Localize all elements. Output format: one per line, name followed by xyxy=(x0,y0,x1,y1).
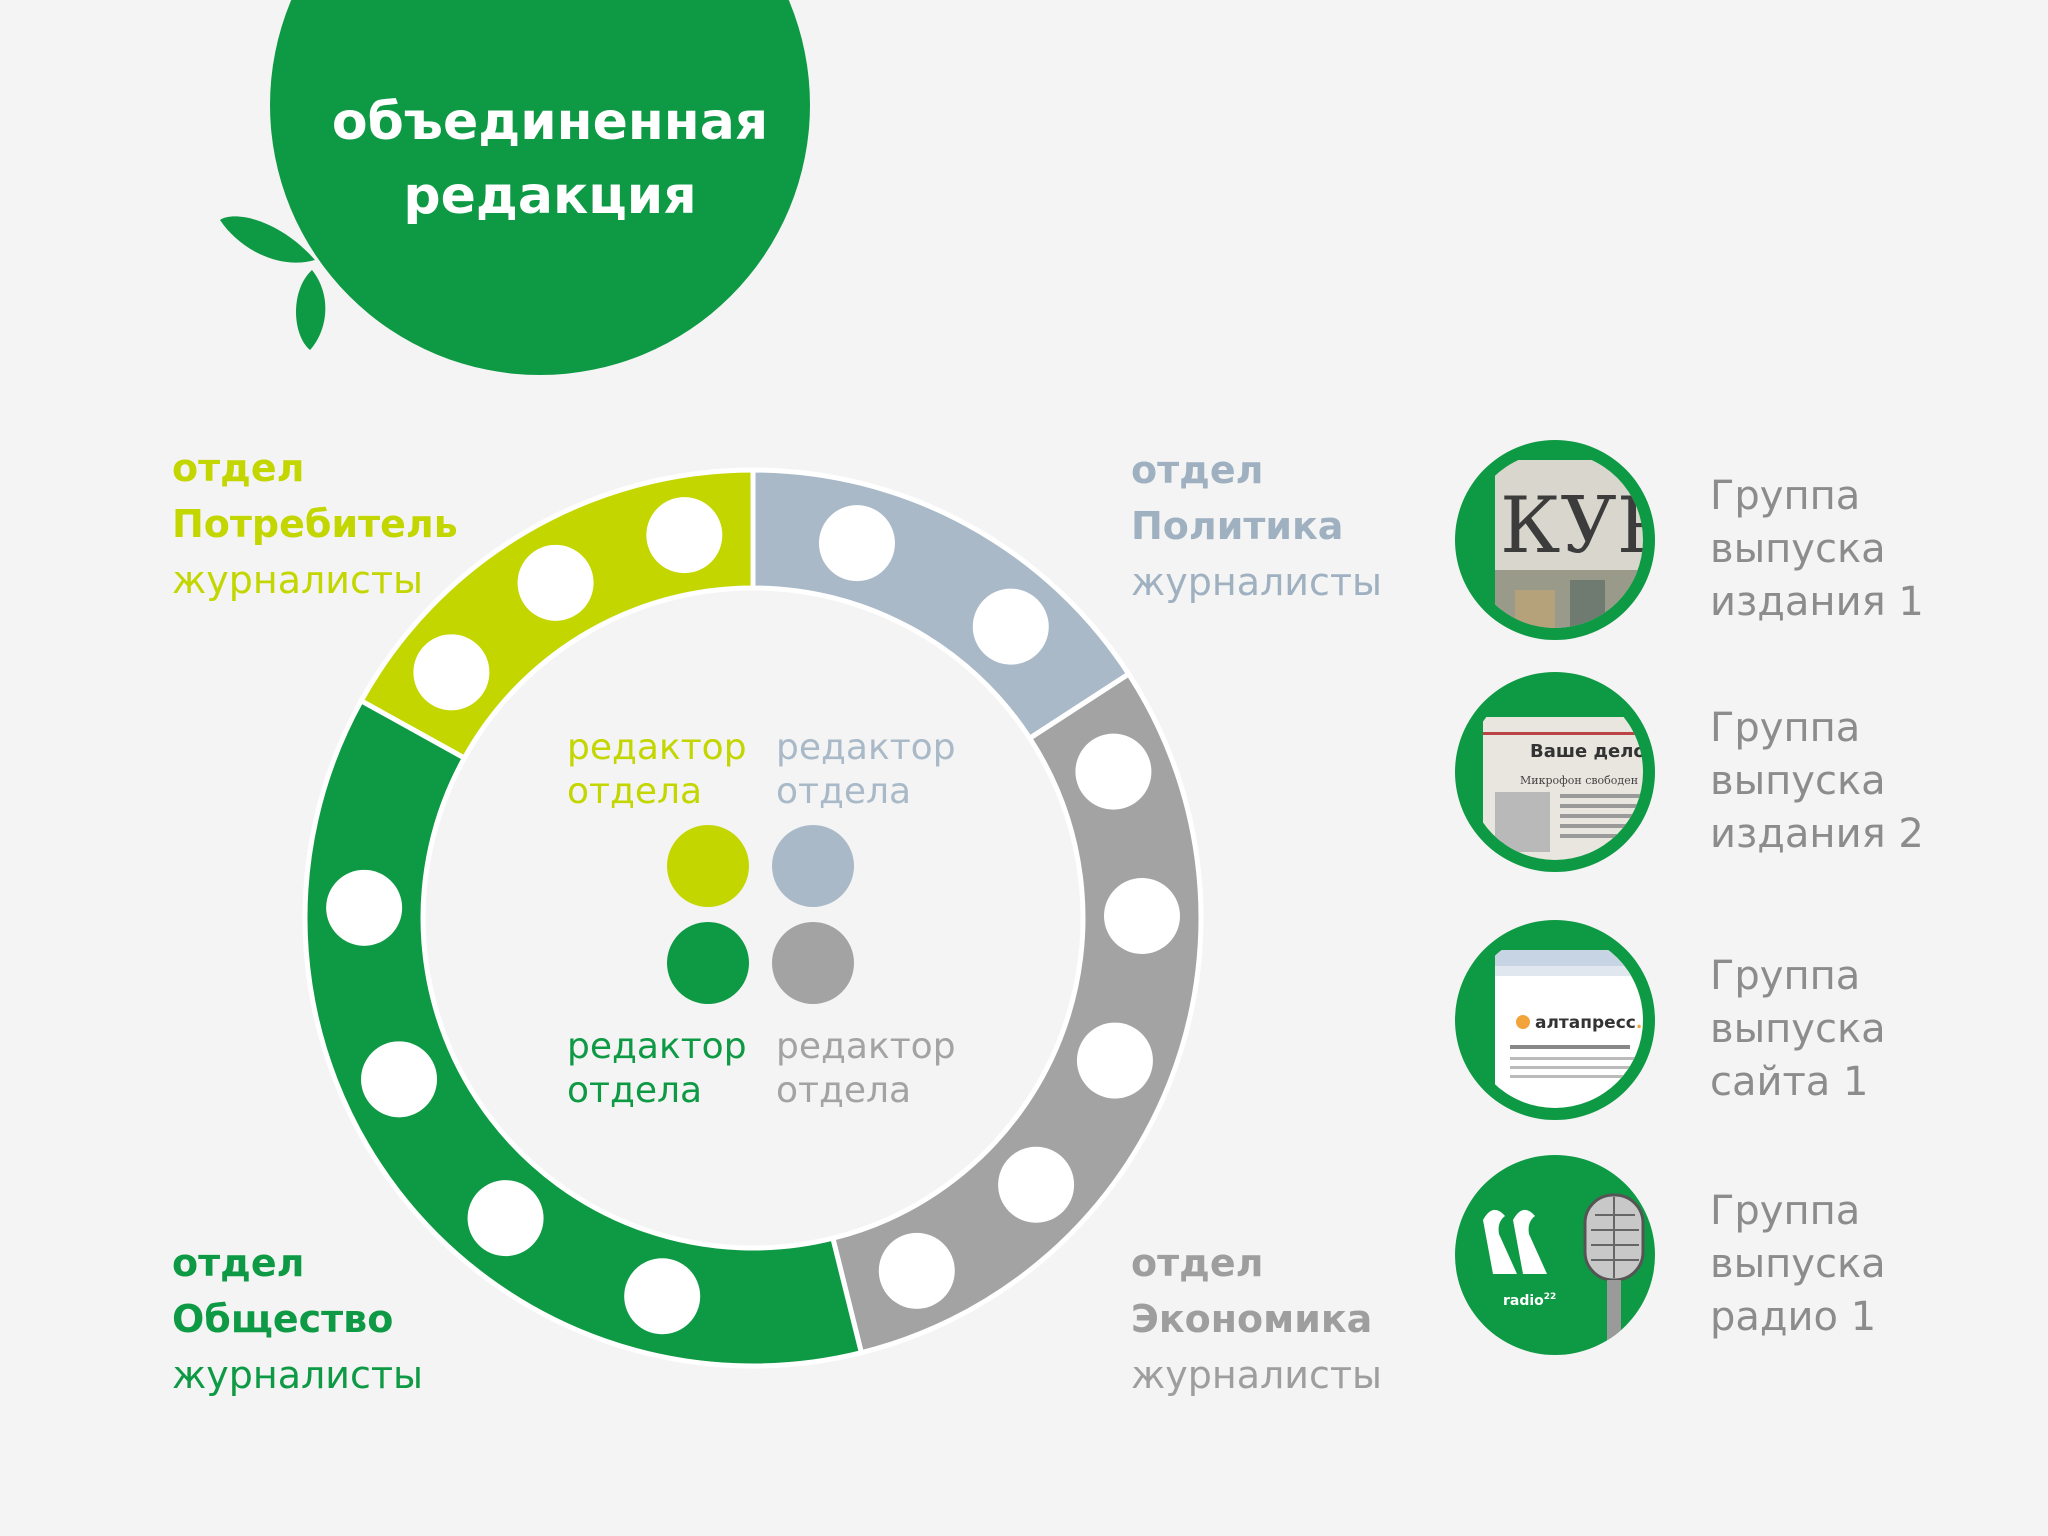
dept-word: отдел xyxy=(172,440,458,496)
sector-politics xyxy=(753,470,1129,738)
editor-line: отдела xyxy=(567,770,747,814)
group-label-line: выпуска xyxy=(1710,1003,1886,1056)
journalist-dot xyxy=(413,634,489,710)
journalist-dot xyxy=(998,1147,1074,1223)
dept-label-consumer: отдел Потребитель журналисты xyxy=(172,440,458,608)
group-label-line: выпуска xyxy=(1710,523,1924,576)
dept-role: журналисты xyxy=(1131,1347,1382,1403)
group-label-line: Группа xyxy=(1710,470,1924,523)
radio-microphone-icon: radio22 xyxy=(1455,1155,1655,1355)
dept-name: Экономика xyxy=(1131,1291,1382,1347)
editor-label-consumer: редактор отдела xyxy=(567,726,747,814)
editor-dot-politics xyxy=(772,825,854,907)
journalist-dot xyxy=(819,505,895,581)
dept-label-politics: отдел Политика журналисты xyxy=(1131,442,1382,610)
dept-word: отдел xyxy=(1131,1235,1382,1291)
editor-label-society: редактор отдела xyxy=(567,1025,747,1113)
newspaper-kurs-icon: КУРС xyxy=(1455,440,1655,640)
editor-label-politics: редактор отдела xyxy=(776,726,956,814)
release-group-print-1: КУРС Группа выпуска издания 1 xyxy=(1455,440,2015,640)
editor-line: редактор xyxy=(567,1025,747,1069)
journalist-dot xyxy=(624,1258,700,1334)
group-label-line: Группа xyxy=(1710,702,1924,755)
journalist-dot xyxy=(1077,1023,1153,1099)
journalist-dot xyxy=(1075,734,1151,810)
group-label-line: Группа xyxy=(1710,950,1886,1003)
dept-label-society: отдел Общество журналисты xyxy=(172,1235,423,1403)
editor-line: редактор xyxy=(776,1025,956,1069)
group-label: Группа выпуска издания 2 xyxy=(1710,702,1924,861)
release-group-radio-1: radio22 Группа выпуска радио 1 xyxy=(1455,1155,2015,1355)
dept-name: Потребитель xyxy=(172,496,458,552)
editor-dot-society xyxy=(667,922,749,1004)
website-altapress-icon: алтапресс.ru xyxy=(1455,920,1655,1120)
group-label-line: издания 2 xyxy=(1710,808,1924,861)
group-label-line: радио 1 xyxy=(1710,1291,1886,1344)
journalist-dot xyxy=(468,1180,544,1256)
group-label-line: выпуска xyxy=(1710,755,1924,808)
group-label-line: Группа xyxy=(1710,1185,1886,1238)
journalist-dot xyxy=(646,497,722,573)
release-group-site-1: алтапресс.ru Группа выпуска сайта 1 xyxy=(1455,920,2015,1120)
editor-line: отдела xyxy=(776,1069,956,1113)
editor-line: отдела xyxy=(776,770,956,814)
dept-name: Политика xyxy=(1131,498,1382,554)
journalist-dot xyxy=(361,1041,437,1117)
journalist-dot xyxy=(518,545,594,621)
group-label-line: выпуска xyxy=(1710,1238,1886,1291)
group-label-line: издания 1 xyxy=(1710,576,1924,629)
dept-role: журналисты xyxy=(1131,554,1382,610)
editor-label-economy: редактор отдела xyxy=(776,1025,956,1113)
editor-dot-consumer xyxy=(667,825,749,907)
svg-text:Ваше дело: Ваше дело xyxy=(1530,741,1646,762)
journalist-dot xyxy=(879,1233,955,1309)
dept-role: журналисты xyxy=(172,1347,423,1403)
dept-word: отдел xyxy=(1131,442,1382,498)
dept-word: отдел xyxy=(172,1235,423,1291)
journalist-dot xyxy=(1104,878,1180,954)
svg-text:Микрофон свободен: Микрофон свободен xyxy=(1520,774,1638,787)
group-label-line: сайта 1 xyxy=(1710,1056,1886,1109)
group-label: Группа выпуска издания 1 xyxy=(1710,470,1924,629)
journalist-dot xyxy=(973,589,1049,665)
dept-role: журналисты xyxy=(172,552,458,608)
editor-line: отдела xyxy=(567,1069,747,1113)
group-label: Группа выпуска сайта 1 xyxy=(1710,950,1886,1109)
dept-name: Общество xyxy=(172,1291,423,1347)
journalist-dot xyxy=(326,870,402,946)
group-label: Группа выпуска радио 1 xyxy=(1710,1185,1886,1344)
newspaper-vashe-delo-icon: Ваше дело Микрофон свободен xyxy=(1455,672,1655,872)
editor-dot-economy xyxy=(772,922,854,1004)
svg-text:алтапресс.ru: алтапресс.ru xyxy=(1535,1013,1655,1033)
dept-label-economy: отдел Экономика журналисты xyxy=(1131,1235,1382,1403)
editor-line: редактор xyxy=(776,726,956,770)
editor-line: редактор xyxy=(567,726,747,770)
release-group-print-2: Ваше дело Микрофон свободен Группа выпус… xyxy=(1455,672,2015,872)
